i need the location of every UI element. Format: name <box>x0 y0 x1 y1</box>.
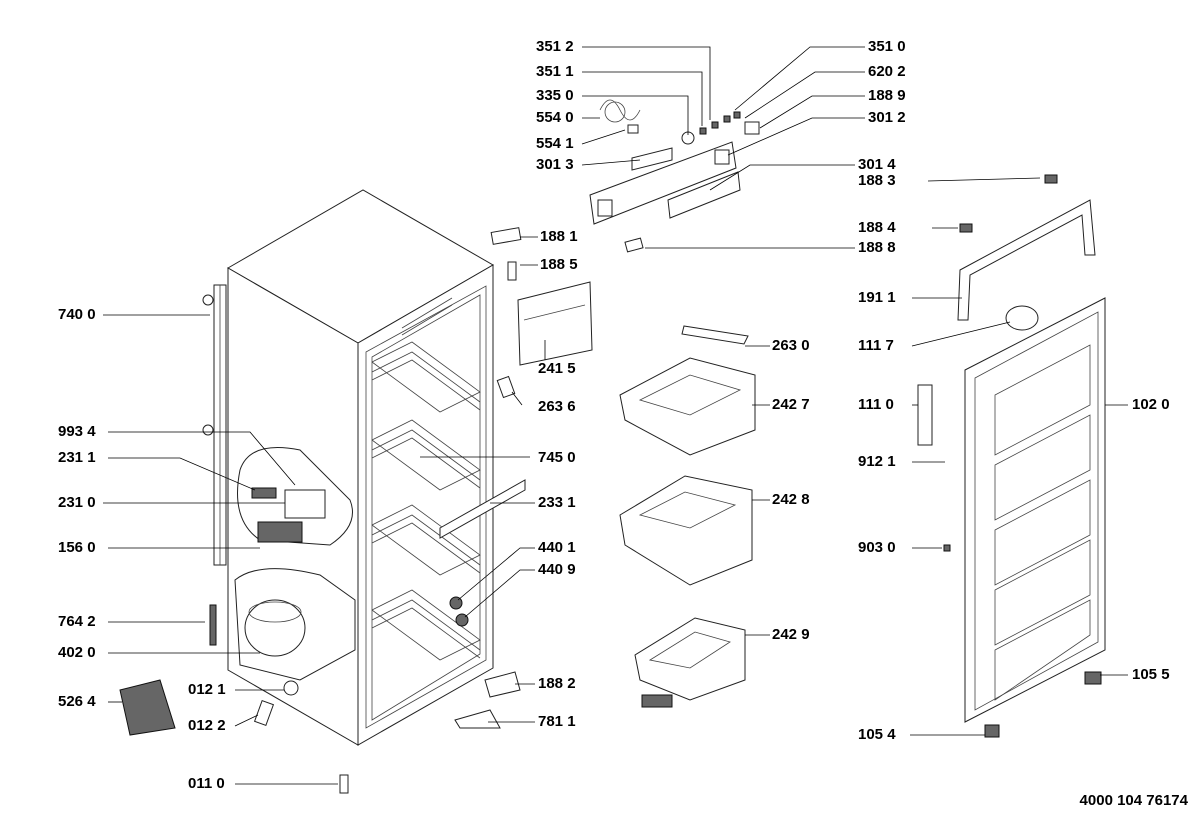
wire-shelves <box>371 341 481 661</box>
fan-assembly <box>237 447 353 546</box>
part-label-2428: 242 8 <box>772 491 810 508</box>
part-label-2636: 263 6 <box>538 398 576 415</box>
part-label-1884: 188 4 <box>858 219 896 236</box>
part-label-1888: 188 8 <box>858 239 896 256</box>
part-label-0110: 011 0 <box>188 775 225 792</box>
part-label-9030: 903 0 <box>858 539 896 556</box>
document-number: 4000 104 76174 <box>1079 792 1188 809</box>
part-label-5541: 554 1 <box>536 135 574 152</box>
part-label-2331: 233 1 <box>538 494 576 511</box>
part-label-5264: 526 4 <box>58 693 96 710</box>
part-label-3350: 335 0 <box>536 87 574 104</box>
part-label-4409: 440 9 <box>538 561 576 578</box>
part-label-3511: 351 1 <box>536 63 574 80</box>
part-label-2311: 231 1 <box>58 449 96 466</box>
part-label-4020: 402 0 <box>58 644 96 661</box>
part-label-2427: 242 7 <box>772 396 810 413</box>
compressor-assembly <box>209 568 356 681</box>
part-label-1911: 191 1 <box>858 289 896 306</box>
part-label-7642: 764 2 <box>58 613 96 630</box>
leader-lines <box>103 46 1128 785</box>
condenser-coil <box>202 284 227 566</box>
part-label-5540: 554 0 <box>536 109 574 126</box>
part-label-3014: 301 4 <box>858 156 896 173</box>
part-label-1117: 111 7 <box>858 337 894 354</box>
part-label-1020: 102 0 <box>1132 396 1170 413</box>
part-label-1055: 105 5 <box>1132 666 1170 683</box>
drawers <box>619 325 756 708</box>
part-label-0122: 012 2 <box>188 717 226 734</box>
part-label-3512: 351 2 <box>536 38 574 55</box>
part-label-1885: 188 5 <box>540 256 578 273</box>
part-label-2310: 231 0 <box>58 494 96 511</box>
part-label-1560: 156 0 <box>58 539 96 556</box>
part-label-2429: 242 9 <box>772 626 810 643</box>
part-label-1883: 188 3 <box>858 172 896 189</box>
part-label-7450: 745 0 <box>538 449 576 466</box>
part-label-1881: 188 1 <box>540 228 578 245</box>
part-label-3013: 301 3 <box>536 156 574 173</box>
door-assembly <box>917 174 1106 738</box>
part-label-3510: 351 0 <box>868 38 906 55</box>
part-label-1054: 105 4 <box>858 726 896 743</box>
part-label-0121: 012 1 <box>188 681 226 698</box>
part-label-9121: 912 1 <box>858 453 896 470</box>
part-label-4401: 440 1 <box>538 539 576 556</box>
part-label-1110: 111 0 <box>858 396 894 413</box>
part-label-3012: 301 2 <box>868 109 906 126</box>
cabinet-small-parts <box>119 227 593 794</box>
part-label-1882: 188 2 <box>538 675 576 692</box>
part-label-9934: 993 4 <box>58 423 96 440</box>
part-label-1889: 188 9 <box>868 87 906 104</box>
control-panel <box>589 99 760 253</box>
part-label-6202: 620 2 <box>868 63 906 80</box>
part-label-7400: 740 0 <box>58 306 96 323</box>
part-label-2630: 263 0 <box>772 337 810 354</box>
part-label-7811: 781 1 <box>538 713 576 730</box>
part-label-2415: 241 5 <box>538 360 576 377</box>
